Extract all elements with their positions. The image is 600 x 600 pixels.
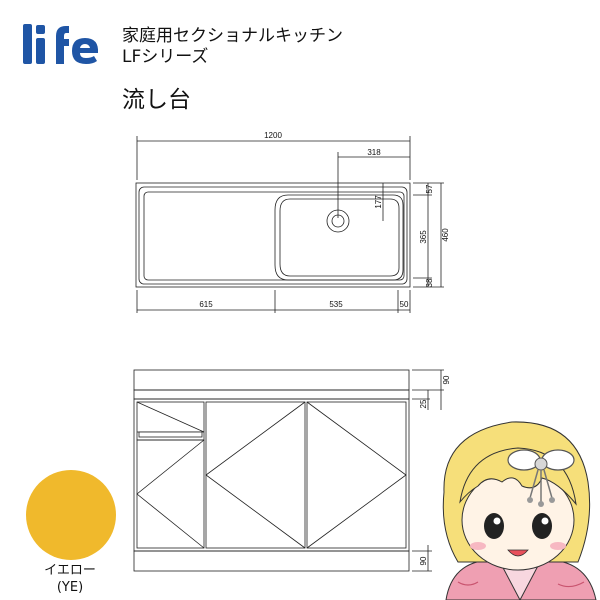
series-name: LFシリーズ [122,47,209,67]
color-swatch [26,470,116,560]
dim-left-width: 615 [199,300,213,309]
dim-bowl-depth: 365 [419,230,428,244]
plan-view [135,136,444,313]
dim-overall-depth: 460 [441,228,450,242]
dim-top-height: 90 [442,375,451,384]
color-name: イエロー [44,563,96,578]
toe-kick [133,550,410,572]
dim-right-edge: 50 [400,300,409,309]
life-logo [23,24,99,64]
color-code: (YE) [56,580,84,595]
left-door [136,439,205,549]
hair-ornament [507,449,575,507]
girl-mascot-icon [442,421,597,600]
center-left-door [205,401,306,549]
logo-letters [23,24,99,64]
dim-front-edge: 38 [425,278,434,287]
series-title: 家庭用セクショナルキッチン [122,26,343,46]
dim-drain-from-back: 177 [374,195,383,209]
center-right-door [306,401,407,549]
dim-overall-width: 1200 [264,131,282,140]
dim-bowl-width: 535 [329,300,343,309]
plan-dimension-labels: 1200 318 615 535 50 57 177 365 460 38 [199,131,450,309]
counter-outline [135,182,411,288]
dim-toe-kick: 90 [419,556,428,565]
dim-back-edge: 57 [425,184,434,193]
front-view [133,369,444,572]
dim-drain-offset: 318 [367,148,381,157]
product-name: 流し台 [122,87,191,113]
front-dimension-labels: 90 25 90 [419,375,451,565]
cabinet-body [133,398,410,552]
sink-bowl [274,194,404,281]
dim-gap: 25 [419,399,428,408]
drain-outer [326,209,350,233]
countertop-edge [133,369,410,391]
